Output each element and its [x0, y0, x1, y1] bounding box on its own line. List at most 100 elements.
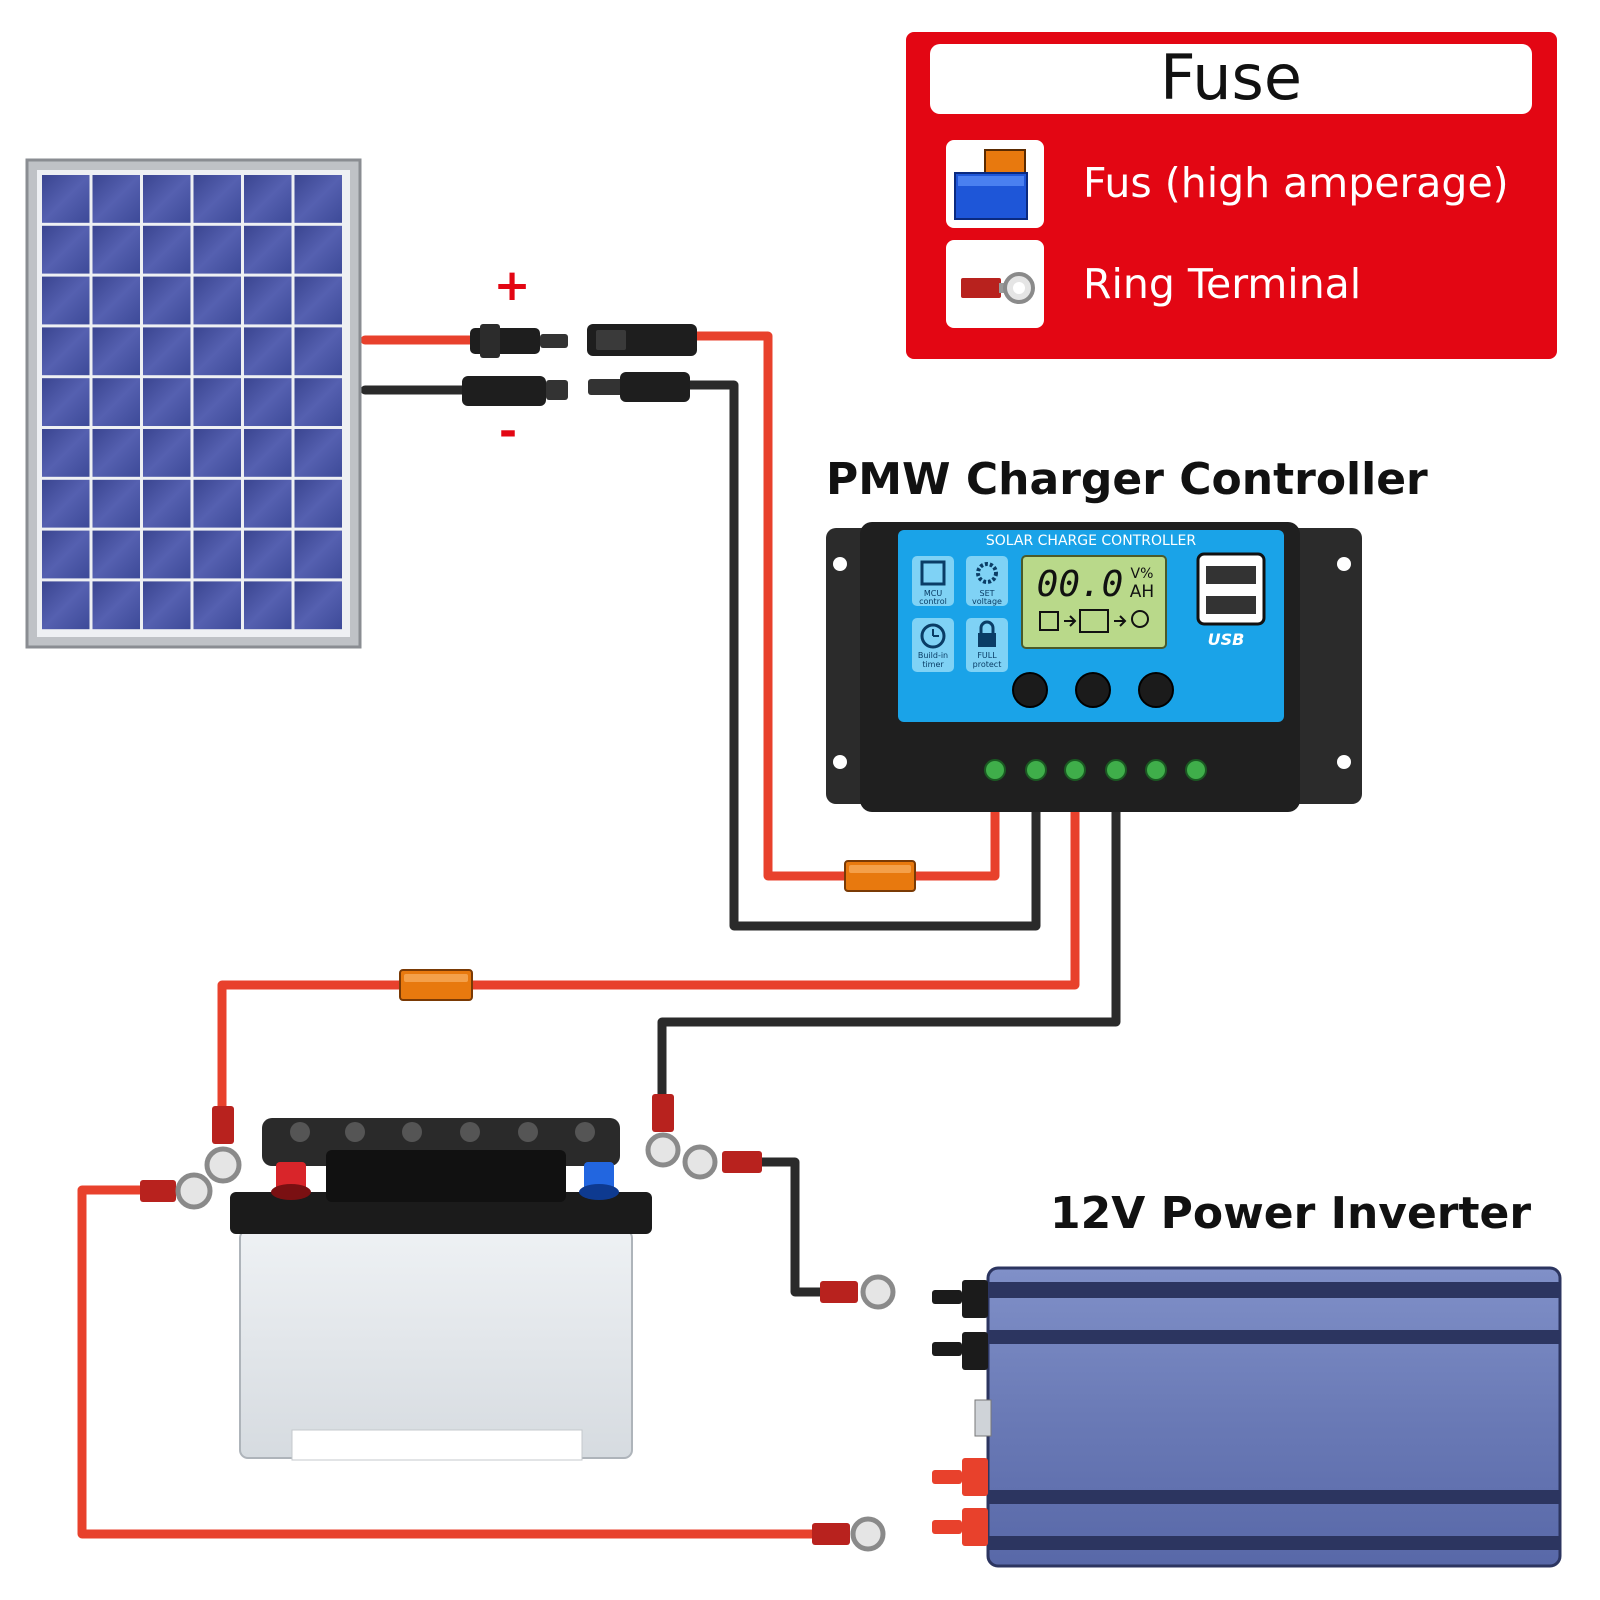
solar-cell [294, 581, 342, 630]
terminal-pv-positive [984, 759, 1006, 781]
ring-terminal-inverter-positive [812, 1516, 886, 1552]
solar-cell [294, 276, 342, 325]
solar-cell [143, 530, 191, 579]
solar-cell [143, 479, 191, 528]
legend-item-fuse-label: Fus (high amperage) [1083, 159, 1509, 207]
controller-terminals [984, 759, 1207, 781]
inverter-caption: 12V Power Inverter [1050, 1188, 1531, 1239]
solar-cell [244, 479, 292, 528]
wires [77, 331, 1121, 1539]
down-button[interactable] [1138, 672, 1174, 708]
battery-negative-wire [657, 793, 1121, 1105]
solar-cell [143, 225, 191, 274]
mc4-negative-male [462, 376, 568, 406]
lock-icon [978, 633, 996, 647]
menu-button[interactable] [1012, 672, 1048, 708]
fuse-battery [399, 969, 473, 1001]
solar-panel [25, 158, 362, 649]
solar-cell [42, 327, 90, 376]
fuse-legend: Fuse Fus (high amperage) Ring Terminal [906, 32, 1557, 359]
terminal-load-positive [1145, 759, 1167, 781]
solar-cell [294, 327, 342, 376]
terminal-bat-negative [1105, 759, 1127, 781]
solar-cell [244, 276, 292, 325]
svg-text:FULL: FULL [977, 651, 997, 660]
fuse-icon [954, 149, 1028, 220]
feature-protect: FULL protect [966, 618, 1008, 672]
solar-cell [244, 225, 292, 274]
mount-hole-bl [833, 755, 847, 769]
minus-sign: - [499, 406, 517, 457]
mount-hole-tl [833, 557, 847, 571]
solar-cell [92, 276, 140, 325]
up-button[interactable] [1075, 672, 1111, 708]
solar-cell [193, 530, 241, 579]
solar-cell [42, 429, 90, 477]
solar-cell [193, 581, 241, 630]
solar-cell [92, 429, 140, 477]
ring-terminal-inverter-negative [820, 1274, 896, 1310]
solar-cell [92, 327, 140, 376]
solar-cell [244, 530, 292, 579]
lcd-unit-bottom: AH [1130, 582, 1154, 602]
solar-cell [143, 581, 191, 630]
terminal-load-negative [1185, 759, 1207, 781]
solar-cell [294, 479, 342, 528]
controller-caption: PMW Charger Controller [826, 454, 1428, 505]
svg-text:control: control [919, 597, 947, 606]
solar-cell [193, 225, 241, 274]
ring-terminal-battery-negative-inverter [682, 1144, 762, 1180]
lcd-value: 00.0 [1037, 564, 1124, 605]
lcd-display: 00.0 V% AH [1021, 555, 1167, 649]
chip-icon [920, 560, 946, 586]
solar-cell [92, 225, 140, 274]
plus-sign: + [494, 260, 531, 311]
solar-cell [244, 175, 292, 223]
feature-set: SET voltage [966, 556, 1008, 606]
mount-hole-tr [1337, 557, 1351, 571]
ring-terminals [140, 1094, 896, 1552]
controller-header: SOLAR CHARGE CONTROLLER [986, 533, 1197, 549]
svg-text:voltage: voltage [972, 597, 1002, 606]
ring-terminal-battery-negative [645, 1094, 681, 1168]
charge-controller: SOLAR CHARGE CONTROLLER MCU control SET … [826, 522, 1362, 812]
fuse-pv [844, 860, 916, 892]
terminal-bat-positive [1064, 759, 1086, 781]
inverter-positive-wire [77, 1185, 823, 1539]
inverter-negative-terminals [932, 1280, 988, 1370]
battery [230, 1118, 652, 1461]
solar-cell [42, 581, 90, 630]
solar-cell [193, 276, 241, 325]
feature-timer: Build-in timer [912, 618, 954, 672]
solar-cell [244, 327, 292, 376]
solar-cell [92, 581, 140, 630]
solar-cell [193, 479, 241, 528]
solar-cell [92, 479, 140, 528]
power-inverter [932, 1266, 1562, 1568]
solar-cell [143, 429, 191, 477]
solar-cell [143, 276, 191, 325]
solar-cell [92, 378, 140, 426]
svg-text:SET: SET [979, 589, 994, 598]
mc4-positive-female [587, 324, 697, 356]
solar-cell [143, 327, 191, 376]
solar-cell [244, 378, 292, 426]
solar-cell [294, 175, 342, 223]
svg-text:protect: protect [973, 660, 1002, 669]
solar-cell [143, 378, 191, 426]
gear-icon [976, 562, 998, 584]
svg-text:Build-in: Build-in [918, 651, 948, 660]
panel-cells [42, 175, 342, 630]
usb-ports: USB [1196, 552, 1266, 649]
solar-cell [42, 479, 90, 528]
ring-terminal-battery-positive [204, 1106, 242, 1184]
solar-cell [42, 530, 90, 579]
mc4-connectors: + - [462, 260, 697, 457]
ring-terminal-battery-positive-inverter [140, 1172, 213, 1210]
svg-text:MCU: MCU [924, 589, 942, 598]
solar-cell [193, 175, 241, 223]
solar-cell [294, 429, 342, 477]
solar-cell [92, 530, 140, 579]
usb-label: USB [1208, 630, 1245, 649]
